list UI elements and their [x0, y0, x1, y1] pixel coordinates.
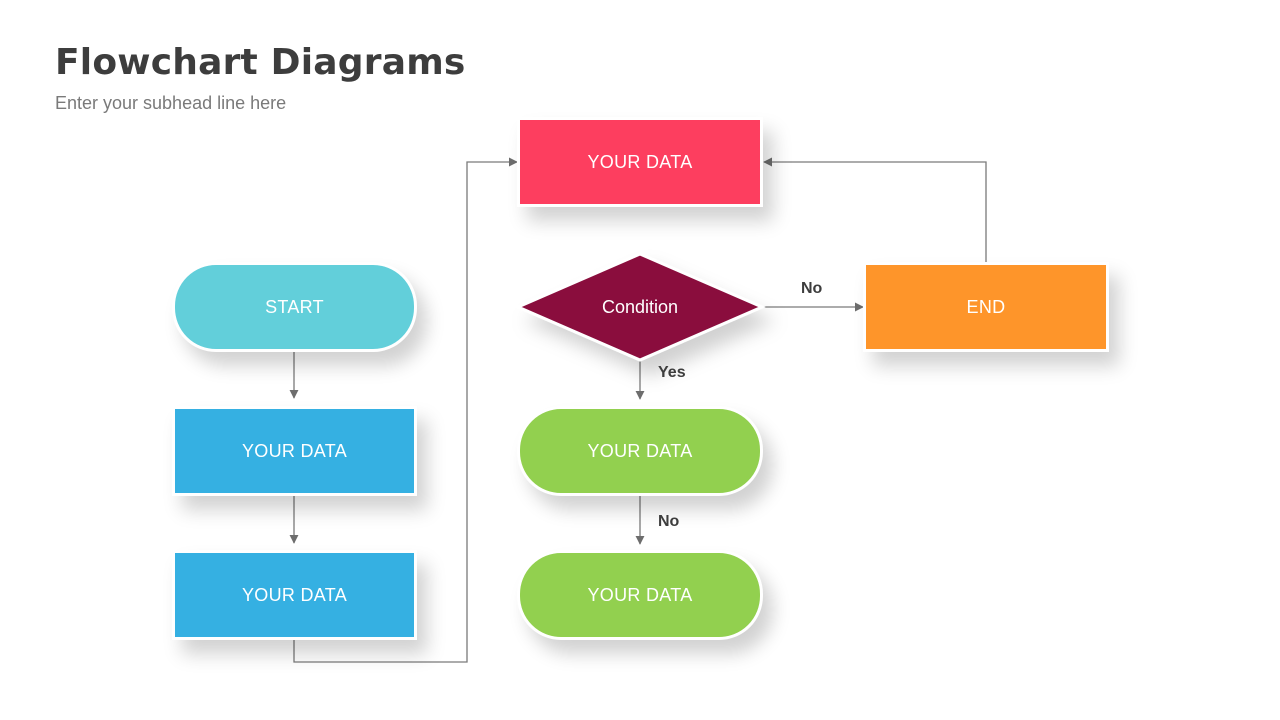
start-node-label: START: [265, 296, 324, 317]
data-box-green-2-label: YOUR DATA: [587, 584, 693, 605]
connector-data2-to-top: [293, 157, 518, 663]
data-box-top: YOUR DATA: [517, 117, 763, 207]
condition-label: Condition: [601, 296, 679, 317]
data-box-left-1-label: YOUR DATA: [241, 440, 348, 461]
edge-label-yes: Yes: [658, 364, 686, 381]
data-box-green-1: YOUR DATA: [517, 406, 763, 496]
data-box-green-2: YOUR DATA: [517, 550, 763, 640]
data-box-left-1: YOUR DATA: [172, 406, 417, 496]
data-box-top-label: YOUR DATA: [587, 151, 693, 172]
end-node: END: [863, 262, 1109, 352]
end-node-label: END: [966, 296, 1006, 317]
page-subtitle: Enter your subhead line here: [55, 93, 287, 113]
connector-end-to-top: [763, 157, 987, 262]
page-title: Flowchart Diagrams: [55, 42, 466, 83]
data-box-left-2: YOUR DATA: [172, 550, 417, 640]
edge-label-no-right: No: [801, 280, 823, 297]
data-box-green-1-label: YOUR DATA: [587, 440, 693, 461]
edge-label-no-down: No: [658, 513, 680, 530]
data-box-left-2-label: YOUR DATA: [241, 584, 348, 605]
start-node: START: [172, 262, 417, 352]
condition-diamond: [514, 252, 766, 362]
